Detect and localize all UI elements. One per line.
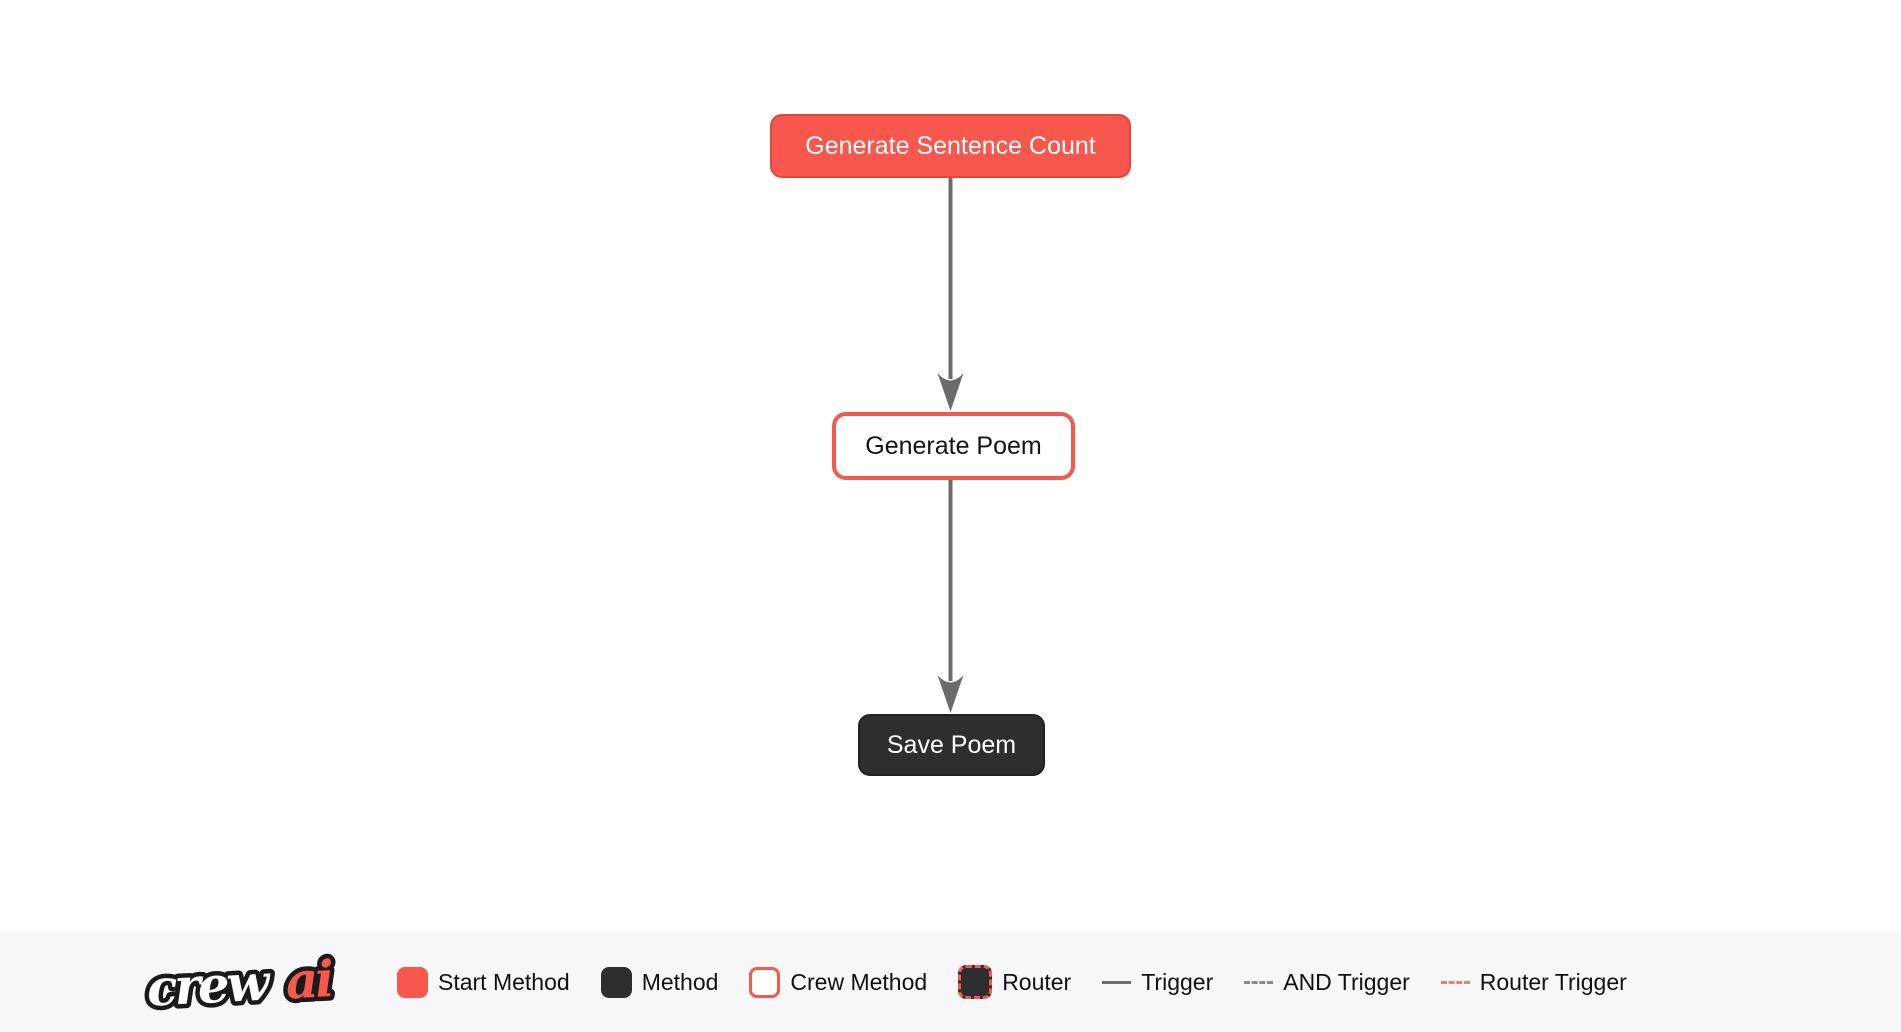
legend-label: Method: [641, 968, 719, 995]
router-trigger-line-icon: [1440, 980, 1470, 984]
legend-item-router-trigger: Router Trigger: [1440, 968, 1627, 996]
node-label: Save Poem: [886, 730, 1017, 759]
logo-text-crew: crew: [145, 952, 273, 1017]
crew-method-swatch-icon: [749, 966, 781, 998]
legend-item-method: Method: [600, 966, 719, 998]
arrowhead-icon: [937, 373, 964, 411]
start-method-swatch-icon: [397, 966, 428, 998]
legend-bar: crew ai Start Method Method Crew Method …: [0, 932, 1901, 1032]
flow-canvas[interactable]: Generate Sentence Count Generate Poem Sa…: [0, 0, 1901, 932]
legend-item-start-method: Start Method: [397, 966, 570, 998]
logo-text-ai: ai: [284, 949, 333, 1010]
legend-label: Router: [1002, 968, 1072, 995]
arrowhead-icon: [937, 675, 964, 713]
node-label: Generate Sentence Count: [805, 131, 1096, 160]
legend-item-trigger: Trigger: [1102, 969, 1213, 996]
legend-label: Start Method: [438, 968, 570, 995]
legend-label: Trigger: [1141, 968, 1214, 995]
legend-label: Router Trigger: [1479, 968, 1627, 995]
and-trigger-line-icon: [1244, 980, 1274, 984]
legend-items: Start Method Method Crew Method Router T…: [397, 965, 1627, 999]
trigger-line-icon: [1102, 980, 1132, 984]
legend-label: AND Trigger: [1283, 968, 1410, 995]
edge-trigger-1: [937, 178, 964, 411]
edge-trigger-2: [937, 480, 964, 713]
node-generate-poem[interactable]: Generate Poem: [832, 412, 1075, 480]
legend-label: Crew Method: [790, 968, 928, 995]
node-label: Generate Poem: [865, 431, 1042, 460]
router-swatch-icon: [958, 965, 993, 999]
legend-item-and-trigger: AND Trigger: [1244, 969, 1410, 996]
node-save-poem[interactable]: Save Poem: [858, 714, 1045, 776]
node-generate-sentence-count[interactable]: Generate Sentence Count: [770, 114, 1131, 178]
legend-item-crew-method: Crew Method: [749, 966, 928, 998]
flow-edges: [937, 178, 964, 713]
crewai-logo: crew ai: [141, 946, 338, 1018]
legend-item-router: Router: [958, 965, 1071, 999]
method-swatch-icon: [600, 966, 632, 998]
